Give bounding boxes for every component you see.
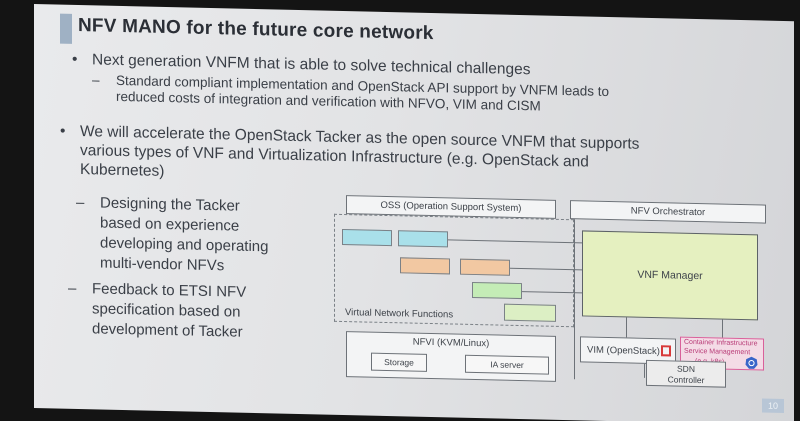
sdn-label-line-1: SDN: [677, 363, 695, 374]
cism-label-line-1: Container Infrastructure: [684, 338, 758, 348]
connector-line: [574, 219, 575, 380]
bullet-mark: •: [72, 50, 78, 68]
sub-b-line-3: development of Tacker: [92, 320, 243, 341]
kubernetes-logo-icon: [745, 356, 758, 369]
cism-box: Container Infrastructure Service Managem…: [680, 336, 764, 371]
storage-label: Storage: [384, 356, 414, 368]
vnf-chip: [504, 303, 556, 322]
storage-box: Storage: [371, 352, 427, 372]
connector-line: [722, 319, 723, 338]
vnfm-box: VNF Manager: [582, 230, 758, 321]
nfvi-box: NFVI (KVM/Linux) Storage IA server: [346, 331, 556, 382]
vnfm-label: VNF Manager: [637, 268, 703, 283]
ia-server-label: IA server: [490, 359, 524, 371]
connector-line: [626, 317, 627, 338]
oss-label: OSS (Operation Support System): [380, 199, 522, 215]
nfvo-label: NFV Orchestrator: [630, 205, 706, 219]
slide-title: NFV MANO for the future core network: [78, 14, 434, 45]
sub-bullet-mark: –: [68, 279, 77, 297]
title-accent-bar: [60, 13, 72, 44]
vnf-chip: [460, 258, 510, 276]
vnf-group-label: Virtual Network Functions: [345, 307, 454, 321]
vim-label: VIM (OpenStack): [587, 344, 660, 358]
nfvo-box: NFV Orchestrator: [570, 200, 766, 224]
vnf-chip: [400, 257, 450, 275]
sub-bullet-mark: –: [92, 72, 100, 88]
bullet-mark: •: [60, 122, 66, 140]
vnf-chip: [472, 281, 522, 300]
connector-line: [644, 363, 645, 378]
bullet-2-line-3: Kubernetes): [80, 161, 165, 180]
sdn-label-line-2: Controller: [667, 374, 705, 386]
page-number: 10: [762, 398, 784, 414]
vnf-chip: [342, 228, 392, 247]
sub-a-line-4: multi-vendor NFVs: [100, 254, 225, 275]
cism-label-line-2: Service Management: [684, 347, 751, 357]
vnf-chip: [398, 230, 448, 248]
ia-server-box: IA server: [465, 354, 549, 375]
nfvi-label: NFVI (KVM/Linux): [412, 336, 490, 350]
openstack-logo-icon: [661, 345, 671, 357]
presentation-slide: NFV MANO for the future core network • N…: [34, 4, 794, 421]
sub-bullet-mark: –: [76, 193, 85, 212]
sdn-controller-box: SDN Controller: [646, 359, 726, 388]
